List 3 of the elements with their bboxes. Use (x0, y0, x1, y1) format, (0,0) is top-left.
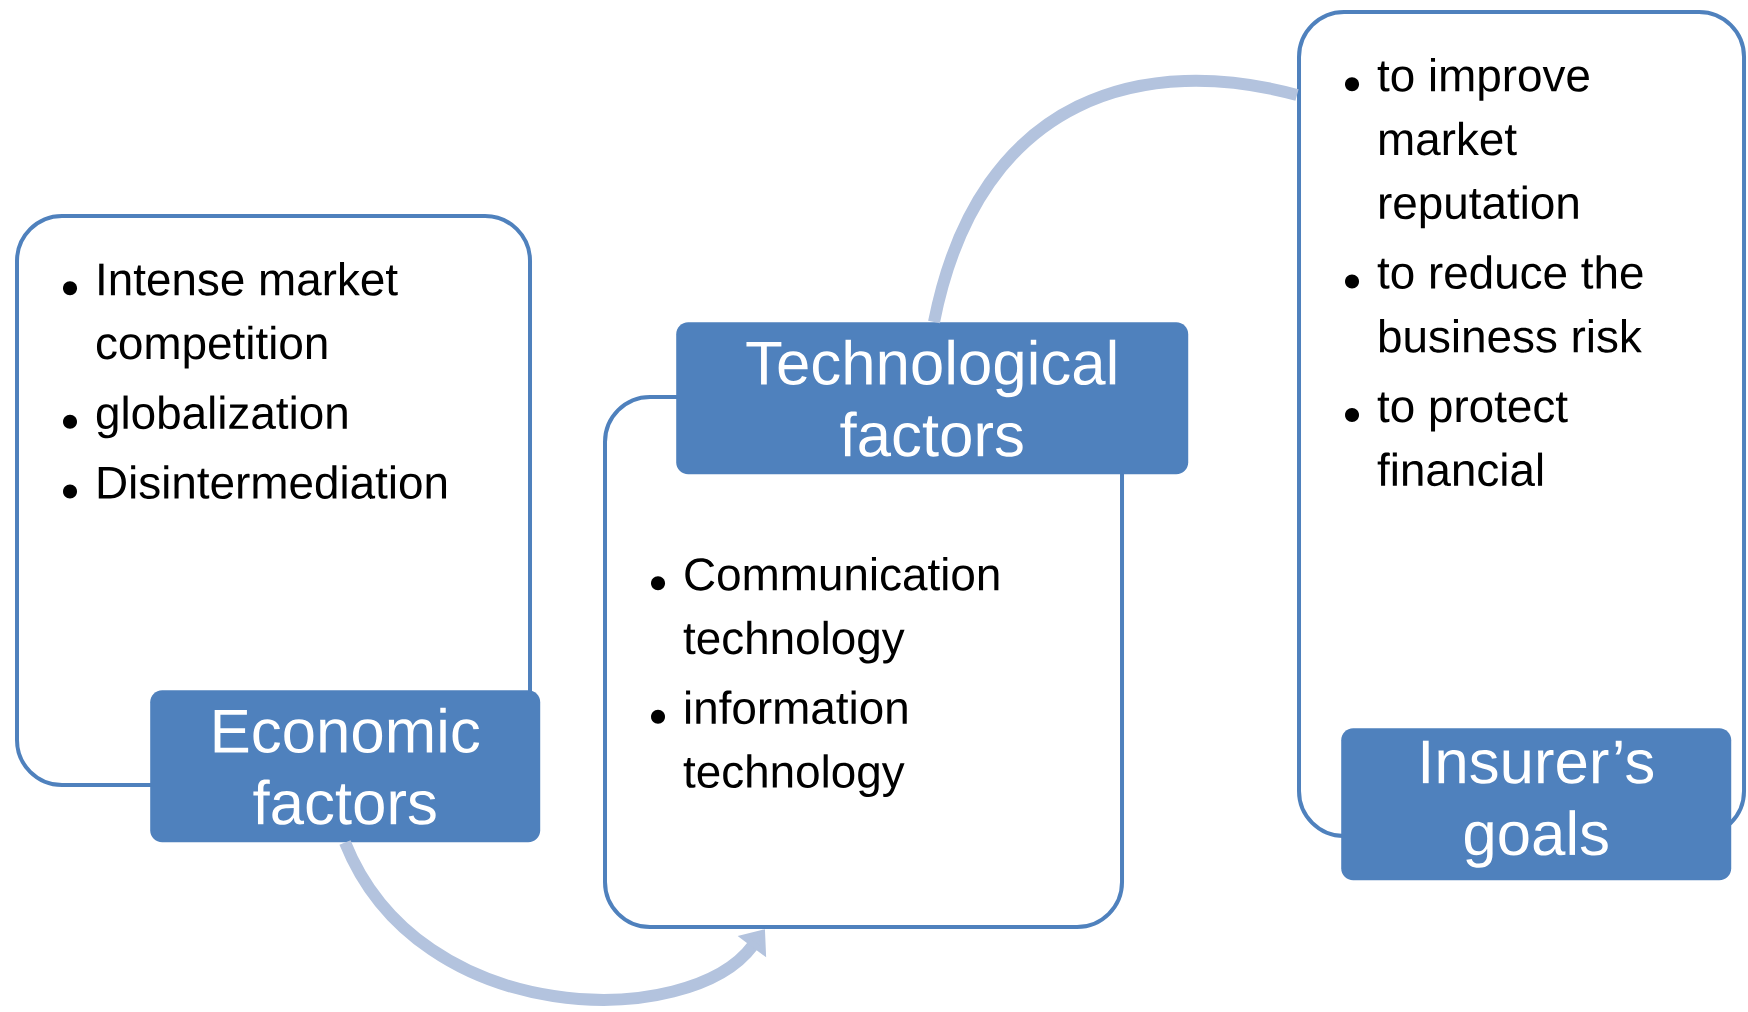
title-box: Technological factors (676, 322, 1189, 475)
title-box: Insurer’s goals (1341, 728, 1732, 881)
title-box: Economic factors (150, 690, 541, 843)
